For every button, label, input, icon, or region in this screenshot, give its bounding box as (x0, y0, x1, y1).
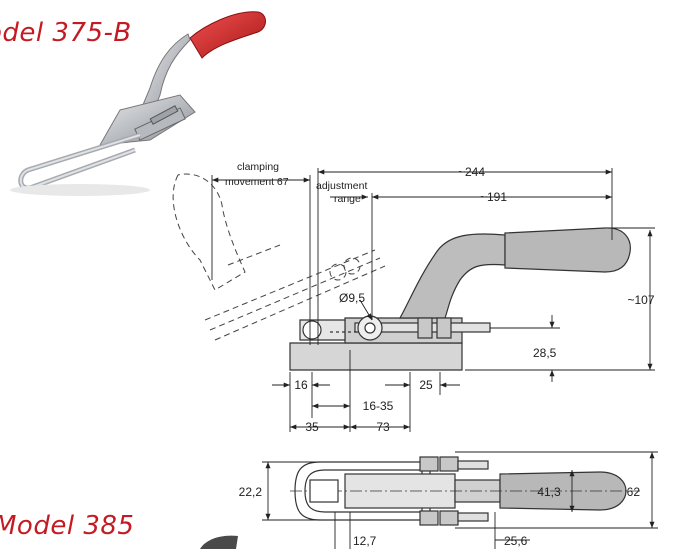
clamping-label-line1: clamping (237, 161, 279, 173)
ghost-handle-dashed (172, 173, 386, 341)
dim-25-6: 25,6 (504, 534, 528, 548)
dim-12-7: 12,7 (353, 534, 377, 548)
dim-16: 16 (294, 378, 308, 392)
adjustment-label-line1: adjustment (316, 180, 367, 192)
dim-22-2: 22,2 (239, 485, 263, 499)
dim-35: 35 (305, 420, 319, 434)
dim-height: ~107 (627, 293, 654, 307)
dim-16-35: 16-35 (363, 399, 394, 413)
clamp-photo-375b (10, 11, 266, 196)
dim-62: 62 (627, 485, 641, 499)
dim-41-3: 41,3 (537, 485, 561, 499)
dim-overall-length: ~244 (458, 165, 485, 179)
adjustment-label-line2: range (334, 193, 361, 205)
dim-73: 73 (376, 420, 390, 434)
dim-handle-length: ~191 (480, 190, 507, 204)
model-375b-title: odel 375-B (0, 18, 132, 48)
clamping-label-line2: movement 67 (225, 176, 289, 188)
dim-25: 25 (419, 378, 433, 392)
model-385-title: Model 385 (0, 511, 135, 541)
hole-diameter-label: Ø9,5 (339, 291, 365, 305)
plan-view-clamp (290, 456, 640, 526)
clamp-photo-385-fragment (200, 535, 238, 549)
side-view-clamp (289, 227, 631, 371)
dimension-lines (211, 168, 658, 549)
dim-bolt-height: 28,5 (533, 346, 557, 360)
